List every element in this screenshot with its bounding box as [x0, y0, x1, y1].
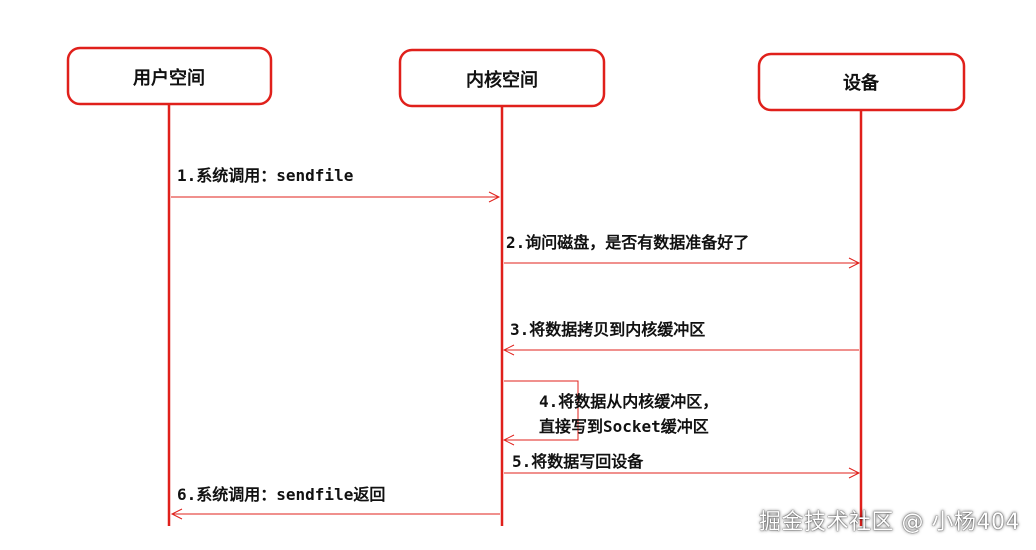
- watermark: 掘金技术社区 @ 小杨404: [759, 510, 1020, 535]
- message-4-label-line-2: 直接写到Socket缓冲区: [539, 417, 709, 436]
- message-3-label: 3.将数据拷贝到内核缓冲区: [510, 320, 705, 339]
- participant-label-kernel: 内核空间: [466, 69, 538, 91]
- message-4: 4.将数据从内核缓冲区， 直接写到Socket缓冲区: [502, 380, 718, 446]
- message-3-arrowhead: [502, 344, 515, 356]
- message-6-arrowhead: [170, 508, 183, 520]
- message-1-label: 1.系统调用：sendfile: [177, 166, 353, 185]
- message-2: 2.询问磁盘，是否有数据准备好了: [504, 233, 861, 269]
- message-2-label: 2.询问磁盘，是否有数据准备好了: [506, 233, 749, 252]
- message-2-arrowhead: [848, 257, 861, 269]
- message-1: 1.系统调用：sendfile: [171, 166, 501, 203]
- message-5-arrowhead: [848, 467, 861, 479]
- message-5-label: 5.将数据写回设备: [512, 452, 644, 471]
- message-5: 5.将数据写回设备: [504, 452, 861, 479]
- message-6-label: 6.系统调用：sendfile返回: [177, 485, 385, 504]
- message-4-arrow: [504, 380, 579, 441]
- message-4-arrowhead: [502, 434, 515, 446]
- message-1-arrowhead: [488, 191, 501, 203]
- message-4-label-line-1: 4.将数据从内核缓冲区，: [539, 392, 718, 411]
- message-6: 6.系统调用：sendfile返回: [170, 485, 500, 520]
- message-3: 3.将数据拷贝到内核缓冲区: [502, 320, 859, 356]
- participant-label-user: 用户空间: [133, 67, 205, 89]
- participant-label-device: 设备: [843, 72, 880, 94]
